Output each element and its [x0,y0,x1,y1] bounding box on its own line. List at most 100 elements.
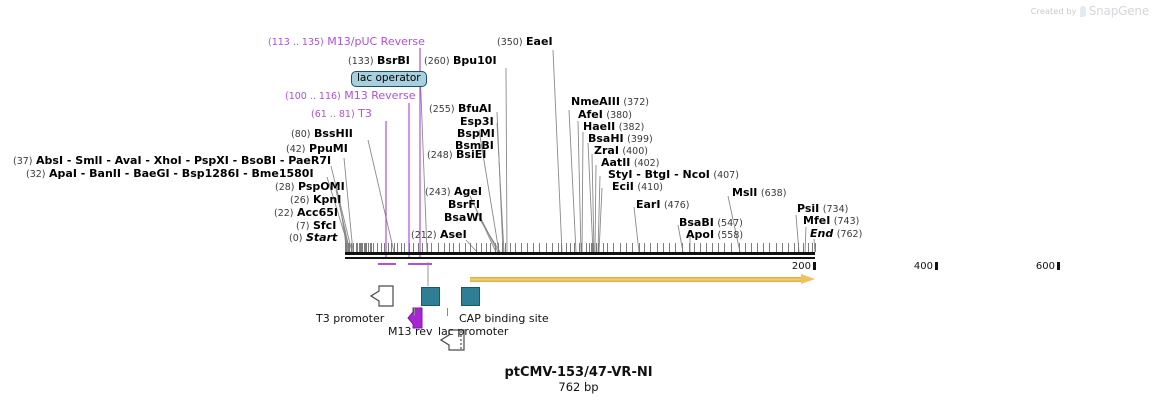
site-position: (350) [497,37,523,48]
site-names: AbsI - SmlI - AvaI - XhoI - PspXI - BsoB… [36,154,332,167]
orf-arrow-shaft [470,277,802,282]
site-names: StyI - BtgI - NcoI [608,168,710,181]
plasmid-length: 762 bp [558,380,599,394]
site-label-bsawi: BsaWI [444,212,483,223]
site-label-start: (0) Start [289,232,337,244]
site-names: PspOMI [298,180,345,193]
annotation-range: (61 .. 81) [311,109,355,120]
page-title: ptCMV-153/47-VR-NI [504,365,653,380]
annotation-range: (100 .. 116) [285,91,341,102]
site-position: (400) [622,146,648,157]
orf-arrow[interactable] [470,274,815,285]
feature-glyph-m13-rev[interactable] [407,307,1157,329]
site-label-bsshii: (80) BssHII [291,128,353,140]
annotation-name: M13/pUC Reverse [327,35,425,48]
site-position: (547) [717,218,743,229]
site-position: (380) [606,110,632,121]
ruler-tick-600 [1057,262,1060,270]
site-label-bsmbi: BsmBI [455,140,494,151]
annotation-t3: (61 .. 81) T3 [311,108,372,120]
site-names: BfuAI [458,102,492,115]
site-names: BsmBI [455,139,494,152]
site-label-ppumi: (42) PpuMI [286,143,348,155]
site-names: BsaHI [588,132,624,145]
site-names: BssHII [314,127,353,140]
site-label-esp3i: Esp3I [460,116,494,127]
site-label-apai: (32) ApaI - BanII - BaeGI - Bsp1286I - B… [26,168,314,180]
site-names: MslI [732,186,758,199]
snapgene-watermark: Created by SnapGene [1031,4,1149,18]
feature-label-lac-promoter: lac promoter [438,325,509,338]
ruler-tick-200 [813,262,816,270]
site-position: (260) [424,56,450,67]
site-label-haeii: HaeII (382) [583,121,644,133]
feature-glyph-t3-promoter[interactable] [370,285,1157,307]
site-label-msli: MslI (638) [732,187,786,199]
site-names: KpnI [313,193,342,206]
ruler-tick-400 [935,262,938,270]
site-label-sfci: (7) SfcI [296,220,336,232]
feature-glyph-lac-operator[interactable] [421,287,440,306]
site-label-mfei: MfeI (743) [803,215,859,227]
cut-site-ticks [345,243,816,252]
site-label-zrai: ZraI (400) [594,145,648,157]
site-position: (558) [717,230,744,241]
site-names: BsrBI [377,54,410,67]
site-label-eari: EarI (476) [636,199,690,211]
ruler-label-600: 600 [1035,261,1055,272]
site-names: HaeII [583,120,616,133]
annotation-m13-reverse: (100 .. 116) M13 Reverse [285,90,415,102]
site-position: (402) [633,158,660,169]
site-names: BspMI [457,127,495,140]
feature-glyph-lac-promoter[interactable] [440,329,1157,351]
site-label-bpu10i: (260) Bpu10I [424,55,497,67]
site-label-bsiei: (248) BsiEI [427,149,486,161]
watermark-brand: SnapGene [1088,4,1149,18]
ruler-label-200: 200 [791,261,811,272]
lac-operator-badge[interactable]: lac operator [351,71,427,87]
feature-tick-m13-rev [414,308,415,316]
site-position: (243) [425,187,451,198]
site-names: BsiEI [456,148,487,161]
site-position: (28) [275,182,295,193]
site-label-bspmi: BspMI [457,128,495,139]
site-names: BsaWI [444,211,483,224]
snapgene-logo-icon [1079,5,1086,17]
sequence-ruler: 200 400 600 [345,261,1060,276]
site-position: (37) [13,156,33,167]
site-label-psii: PsiI (734) [797,203,848,215]
site-label-acc65i: (22) Acc65I [274,207,338,219]
site-position: (42) [286,144,306,155]
site-label-bsrfi: BsrFI [448,199,480,210]
site-label-absi: (37) AbsI - SmlI - AvaI - XhoI - PspXI -… [13,155,331,167]
feature-label-cap-binding-site: CAP binding site [459,312,549,325]
site-names: End [810,227,834,240]
site-label-bsrbi: (133) BsrBI [348,55,410,67]
plasmid-backbone[interactable] [345,243,816,262]
site-label-pspomi: (28) PspOMI [275,181,345,193]
site-label-asei: (212) AseI [411,229,467,241]
annotation-name: T3 [358,107,372,120]
site-label-agei: (243) AgeI [425,186,482,198]
site-names: AseI [440,228,467,241]
site-names: PpuMI [309,142,348,155]
site-names: EciI [612,180,634,193]
annotation-m13-puc-reverse: (113 .. 135) M13/pUC Reverse [268,36,425,48]
site-label-bsahi: BsaHI (399) [588,133,653,145]
site-label-end: End (762) [810,228,862,240]
site-label-kpni: (26) KpnI [290,194,341,206]
site-position: (638) [760,188,787,199]
ruler-label-400: 400 [913,261,933,272]
site-position: (7) [296,221,310,232]
site-label-eaei: (350) EaeI [497,36,553,48]
site-position: (743) [833,216,860,227]
site-label-nmeaiii: NmeAIII (372) [571,96,649,108]
site-names: EaeI [526,35,553,48]
site-label-afei: AfeI (380) [578,109,632,121]
site-names: ApoI [686,228,715,241]
site-label-styi: StyI - BtgI - NcoI (407) [608,169,739,181]
site-names: AgeI [454,185,482,198]
feature-glyph-cap-binding-site[interactable] [461,287,480,306]
site-names: ZraI [594,144,619,157]
site-label-bfuai: (255) BfuAI [429,103,492,115]
